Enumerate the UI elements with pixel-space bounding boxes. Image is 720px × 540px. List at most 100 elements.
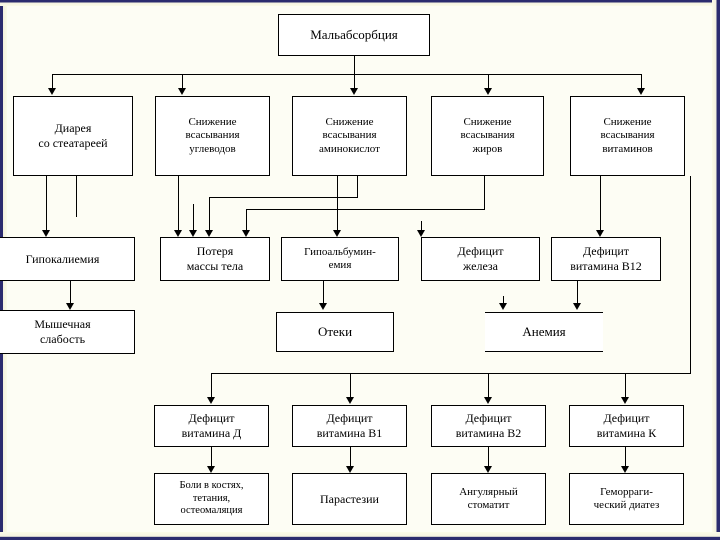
connector-to-diarrhea (52, 74, 53, 91)
connector-to-fats (488, 74, 489, 91)
node-hypoalbuminemia-label: Гипоальбумин-емия (304, 245, 376, 271)
node-hypokalemia-label: Гипокалиемия (25, 251, 100, 266)
arrowhead-vitamins (637, 88, 645, 95)
node-malabsorption-label: Мальабсорбция (310, 27, 398, 43)
connector-vitk-diathesis (625, 447, 626, 471)
node-hypokalemia: Гипокалиемия (0, 237, 135, 281)
slide-border-right (712, 0, 720, 540)
arrowhead-vit-d (207, 397, 215, 404)
arrowhead-angular-stomatitis (484, 466, 492, 473)
arrowhead-paresthesia (346, 466, 354, 473)
connector-fats-weightloss (246, 209, 247, 234)
connector-diarrhea-stub (76, 176, 77, 217)
connector-aminoacids-weightloss (209, 197, 210, 234)
connector-fats-iron (421, 221, 422, 233)
connector-fats-elbow-bar (246, 209, 485, 210)
arrowhead-aminoacids (350, 88, 358, 95)
connector-diarrhea-hypokalemia (46, 176, 47, 234)
node-paresthesia: Парастезии (292, 473, 407, 525)
connector-carbs-weightloss-b (193, 204, 194, 234)
connector-to-aminoacids (354, 74, 355, 91)
arrowhead-weightloss-a (174, 230, 182, 237)
connector-root-stem (354, 56, 355, 75)
node-bone-pain-label: Боли в костях,тетания,остеомаляция (179, 479, 244, 517)
connector-carbs-weightloss-a (178, 176, 179, 234)
arrowhead-vit-b1 (346, 397, 354, 404)
connector-b12-anemia (577, 281, 578, 307)
connector-to-carbs (182, 74, 183, 91)
connector-fats-elbow-stem (484, 176, 485, 210)
arrowhead-hypokalemia (42, 230, 50, 237)
connector-bus-vitk (625, 373, 626, 401)
node-edema: Отеки (276, 312, 394, 352)
arrowhead-hypoalbuminemia (333, 230, 341, 237)
slide-border-top (0, 0, 720, 6)
node-anemia-label: Анемия (522, 324, 566, 340)
arrowhead-edema (319, 303, 327, 310)
node-anemia: Анемия (485, 312, 603, 352)
arrowhead-anemia-iron (499, 303, 507, 310)
connector-to-vitamins (641, 74, 642, 91)
connector-level2-bus (52, 74, 641, 75)
arrowhead-bone-pain (207, 466, 215, 473)
connector-vitamins-rail (690, 176, 691, 373)
arrowhead-vit-k (621, 397, 629, 404)
arrowhead-muscle-weakness (66, 303, 74, 310)
arrowhead-weightloss-b (189, 230, 197, 237)
arrowhead-weightloss-d (242, 230, 250, 237)
connector-vitamins-bus (211, 373, 691, 374)
connector-aminoacids-elbow-bar (209, 197, 358, 198)
arrowhead-weightloss-c (205, 230, 213, 237)
connector-iron-anemia (503, 296, 504, 307)
arrowhead-hemorrhagic-diathesis (621, 466, 629, 473)
slide-border-bottom (0, 532, 720, 540)
connector-hypokalemia-muscleweakness (70, 281, 71, 307)
node-edema-label: Отеки (317, 324, 353, 340)
connector-aminoacids-elbow-stem (357, 176, 358, 198)
node-bone-pain: Боли в костях,тетания,остеомаляция (154, 473, 269, 525)
arrowhead-diarrhea (48, 88, 56, 95)
node-paresthesia-label: Парастезии (320, 491, 379, 506)
node-malabsorption: Мальабсорбция (278, 14, 430, 56)
connector-bus-vitb1 (350, 373, 351, 401)
connector-vitb2-stomatitis (488, 447, 489, 471)
connector-bus-vitd (211, 373, 212, 401)
arrowhead-anemia-b12 (573, 303, 581, 310)
arrowhead-iron-deficiency (417, 230, 425, 237)
arrowhead-fats (484, 88, 492, 95)
connector-hypoalbuminemia-edema (323, 281, 324, 307)
arrowhead-b12 (596, 230, 604, 237)
node-hypoalbuminemia: Гипоальбумин-емия (281, 237, 399, 281)
arrowhead-vit-b2 (484, 397, 492, 404)
arrowhead-carbs (178, 88, 186, 95)
